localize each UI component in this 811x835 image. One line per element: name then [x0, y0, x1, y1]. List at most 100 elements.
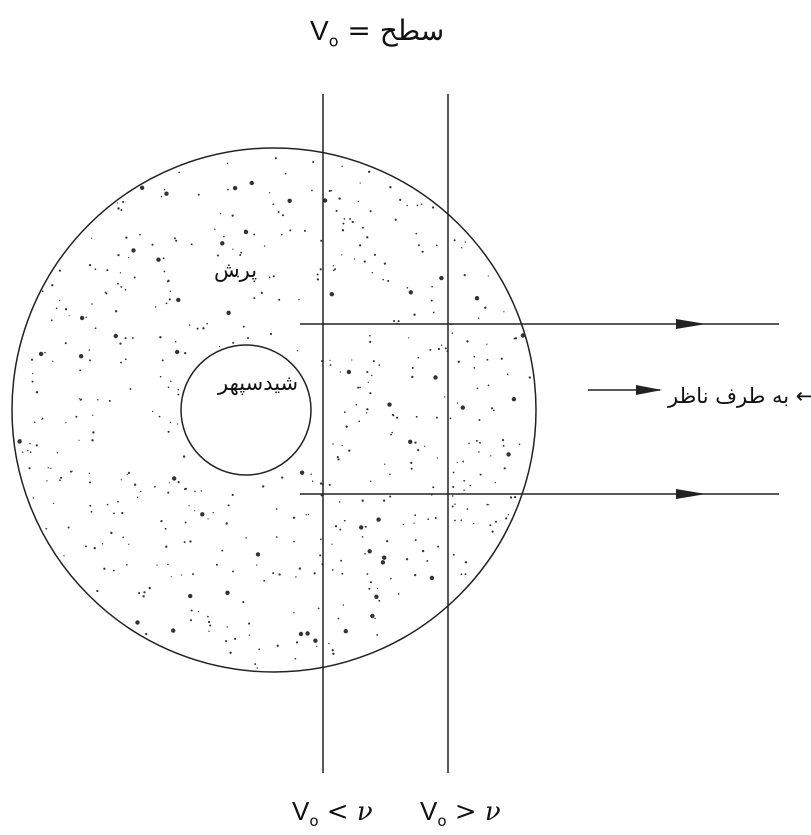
- envelope-dot: [162, 359, 164, 361]
- envelope-dot: [22, 451, 24, 453]
- envelope-dot: [389, 473, 391, 475]
- envelope-dot: [432, 486, 434, 488]
- envelope-dot: [432, 206, 434, 208]
- envelope-dot: [354, 258, 355, 259]
- envelope-dot: [208, 631, 209, 632]
- envelope-dot: [79, 369, 81, 371]
- envelope-dot: [167, 280, 169, 282]
- envelope-dot: [41, 419, 42, 420]
- envelope-dot: [20, 439, 22, 441]
- envelope-dot: [209, 624, 211, 626]
- envelope-dot: [493, 410, 495, 412]
- envelope-dot: [486, 504, 488, 506]
- envelope-dot: [436, 244, 438, 246]
- envelope-dot: [117, 207, 119, 209]
- envelope-dot: [510, 496, 512, 498]
- envelope-dot: [50, 468, 51, 469]
- envelope-dot: [269, 192, 270, 193]
- envelope-dot: [113, 570, 115, 572]
- envelope-dot: [232, 248, 233, 249]
- envelope-dot: [184, 488, 186, 490]
- envelope-dot: [293, 541, 295, 543]
- envelope-dot: [142, 595, 144, 597]
- envelope-dot: [412, 367, 414, 369]
- envelope-dot: [473, 523, 474, 524]
- envelope-dot: [376, 634, 378, 636]
- envelope-dot: [465, 561, 467, 563]
- envelope-dot: [342, 229, 344, 231]
- envelope-dot: [329, 190, 331, 192]
- envelope-dot: [94, 547, 96, 549]
- envelope-dot: [300, 471, 304, 475]
- envelope-dot: [70, 471, 72, 473]
- envelope-dot: [437, 546, 439, 548]
- envelope-dot: [366, 236, 368, 238]
- envelope-dot: [178, 389, 180, 391]
- envelope-dot: [384, 464, 385, 465]
- envelope-dot: [418, 244, 420, 246]
- envelope-dot: [360, 182, 361, 183]
- envelope-dot: [189, 540, 191, 542]
- envelope-dot: [261, 292, 263, 294]
- envelope-dot: [369, 335, 371, 337]
- envelope-dot: [189, 324, 191, 326]
- envelope-dot: [332, 653, 334, 655]
- envelope-dot: [349, 218, 351, 220]
- envelope-dot: [297, 350, 298, 351]
- envelope-dot: [53, 503, 54, 504]
- envelope-dot: [278, 573, 280, 575]
- envelope-dot: [65, 342, 67, 344]
- envelope-dot: [164, 192, 168, 196]
- envelope-dot: [126, 564, 128, 566]
- envelope-dot: [89, 264, 91, 266]
- envelope-dot: [384, 262, 386, 264]
- envelope-dot: [184, 541, 186, 543]
- envelope-dot: [378, 364, 380, 366]
- envelope-dot: [368, 588, 370, 590]
- envelope-dot: [80, 316, 84, 320]
- envelope-dot: [479, 442, 481, 444]
- envelope-dot: [362, 500, 364, 502]
- envelope-dot: [27, 450, 28, 451]
- envelope-dot: [239, 254, 241, 256]
- envelope-dot: [168, 386, 170, 388]
- envelope-dot: [171, 628, 175, 632]
- condition-right-label: Vo > ν: [420, 796, 501, 830]
- envelope-dot: [128, 257, 129, 258]
- envelope-dot: [473, 356, 475, 358]
- envelope-dot: [413, 314, 415, 316]
- envelope-dot: [177, 423, 178, 424]
- envelope-dot: [450, 418, 452, 420]
- envelope-dot: [42, 290, 44, 292]
- envelope-dot: [183, 455, 185, 457]
- envelope-dot: [191, 243, 193, 245]
- envelope-dot: [65, 422, 66, 423]
- envelope-dot: [269, 276, 271, 278]
- envelope-dot: [139, 234, 141, 236]
- envelope-dot: [154, 486, 156, 488]
- envelope-dot: [339, 529, 341, 531]
- envelope-dot: [461, 405, 465, 409]
- envelope-dot: [85, 545, 87, 547]
- envelope-dot: [132, 337, 134, 339]
- envelope-dot: [366, 412, 367, 413]
- envelope-dot: [347, 370, 351, 374]
- envelope-dot: [137, 496, 139, 498]
- envelope-dot: [56, 308, 58, 310]
- envelope-dot: [484, 307, 486, 309]
- envelope-dot: [285, 173, 287, 175]
- envelope-dot: [275, 157, 277, 159]
- envelope-dot: [32, 381, 34, 383]
- envelope-dot: [171, 576, 172, 577]
- envelope-dot: [452, 333, 453, 334]
- envelope-dot: [134, 276, 136, 278]
- envelope-dot: [288, 199, 292, 203]
- envelope-dot: [422, 550, 424, 552]
- envelope-dot: [227, 189, 229, 191]
- envelope-dot: [338, 197, 340, 199]
- envelope-dot: [318, 608, 320, 610]
- envelope-dot: [145, 633, 147, 635]
- envelope-dot: [79, 354, 83, 358]
- envelope-dot: [117, 202, 118, 203]
- envelope-dot: [383, 499, 385, 501]
